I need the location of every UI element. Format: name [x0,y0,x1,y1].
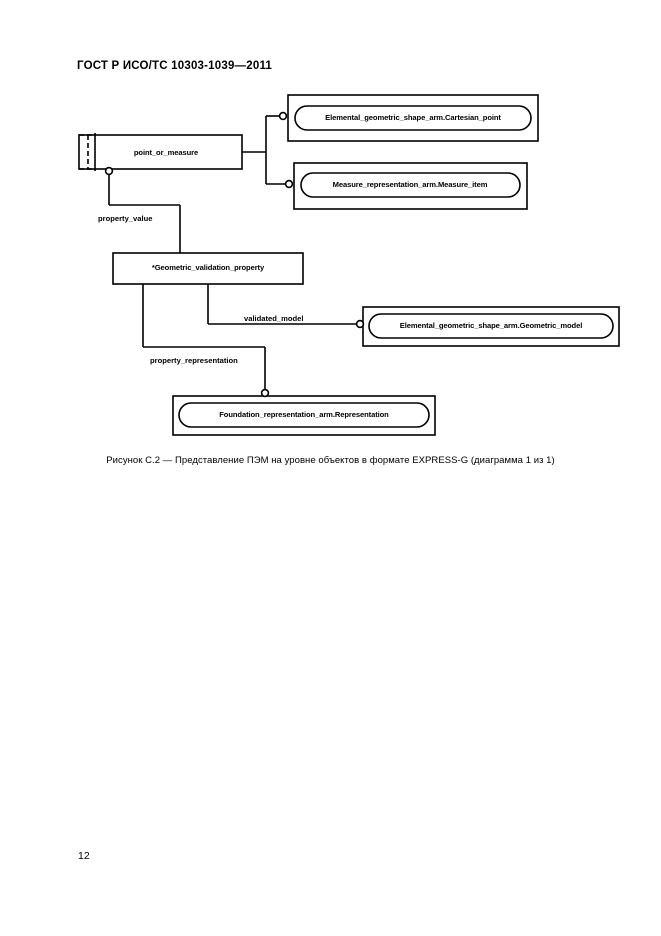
connector-validated-model [207,283,358,325]
node-label-representation: Foundation_representation_arm.Representa… [219,410,389,419]
endpoint-circle-property-value [104,166,114,176]
node-label-geometric-model: Elemental_geometric_shape_arm.Geometric_… [400,321,582,330]
edge-endpoint-markers [104,111,365,398]
node-cartesian-point: Elemental_geometric_shape_arm.Cartesian_… [287,94,539,142]
connector-property-representation [142,283,266,396]
node-geometric-model: Elemental_geometric_shape_arm.Geometric_… [362,306,620,347]
node-label-geometric-validation-property: *Geometric_validation_property [152,263,265,272]
node-measure-item: Measure_representation_arm.Measure_item [293,162,528,210]
edge-label-validated-model: validated_model [244,314,304,323]
node-representation: Foundation_representation_arm.Representa… [172,395,436,436]
document-header-standard-number: ГОСТ Р ИСО/ТС 10303-1039—2011 [77,60,273,72]
node-geometric-validation-property: *Geometric_validation_property [112,252,304,285]
edge-label-property-value: property_value [98,214,152,223]
connector-select-branch [242,115,286,185]
page-number: 12 [78,850,90,862]
node-point-or-measure: point_or_measure [78,133,243,171]
express-g-diagram: point_or_measure Elemental_geometric_sha… [0,0,661,460]
node-label-cartesian-point: Elemental_geometric_shape_arm.Cartesian_… [325,113,501,122]
endpoint-circle-geometric-model [355,319,365,329]
endpoint-circle-cartesian-point [278,111,288,121]
node-label-point-or-measure: point_or_measure [134,148,198,157]
endpoint-circle-representation [260,388,270,398]
edge-label-property-representation: property_representation [150,356,238,365]
figure-caption: Рисунок С.2 — Представление ПЭМ на уровн… [106,455,555,466]
connector-property-value [108,174,181,253]
endpoint-circle-measure-item [284,179,294,189]
node-label-measure-item: Measure_representation_arm.Measure_item [333,180,488,189]
